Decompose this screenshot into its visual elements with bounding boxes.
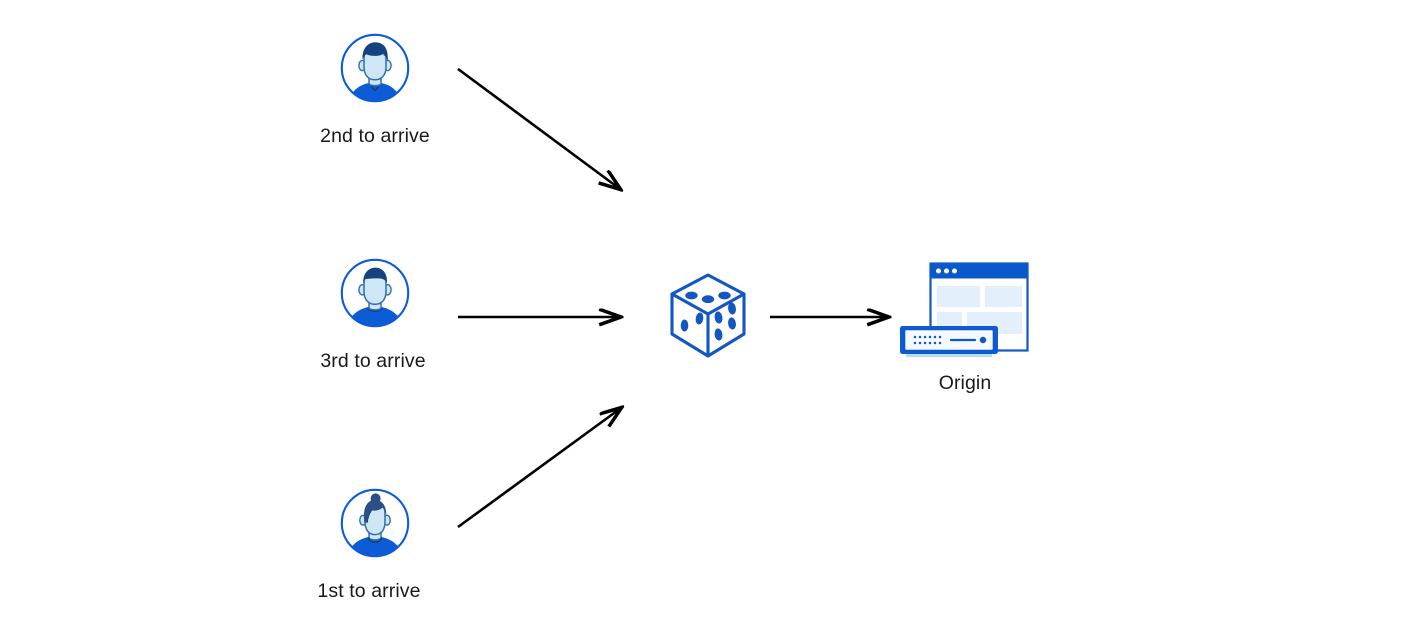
avatar [338,486,412,560]
avatar [338,31,412,105]
avatar [338,256,412,330]
dice-icon [670,273,746,358]
server-rack-icon [900,326,998,358]
user-avatar-icon [340,33,410,103]
user-third-label: 3rd to arrive [320,350,426,372]
user-avatar-icon [340,258,410,328]
origin-server-icon [900,262,1029,358]
user-second-label: 2nd to arrive [320,125,430,147]
arrow-second-to-dice [457,67,620,189]
arrow-first-to-dice [457,408,621,529]
node-origin: Origin [895,258,1035,394]
user-first-label: 1st to arrive [317,580,421,602]
user-avatar-icon [340,488,410,558]
origin-label: Origin [938,372,992,394]
node-randomizer [662,268,754,364]
